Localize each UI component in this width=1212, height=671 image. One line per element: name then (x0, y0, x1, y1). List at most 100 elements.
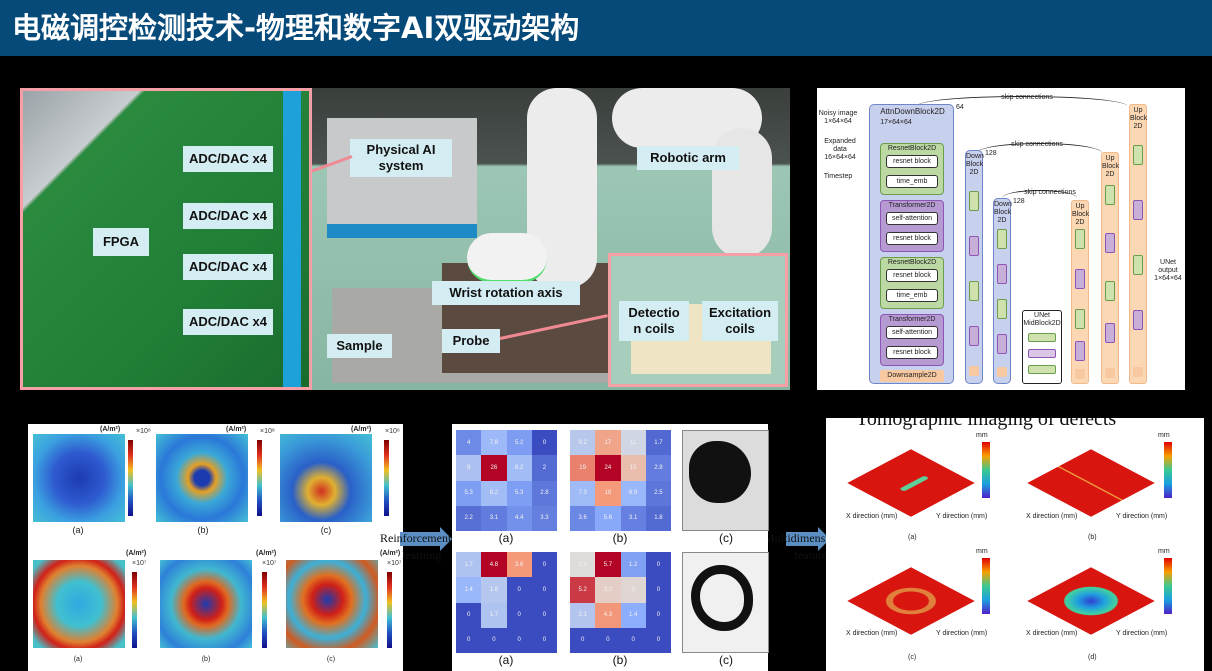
heatmap-cell: 2.1 (570, 602, 596, 628)
heatmap-cell: 4.8 (481, 552, 507, 578)
attention-cell (1105, 323, 1115, 343)
heatmap-cell: 0 (506, 577, 532, 603)
heatmap-cell: 3.1 (620, 505, 646, 531)
adc-dac-label-4: ADC/DAC x4 (183, 309, 273, 335)
unit-label: mm (976, 432, 988, 439)
resnet-cell (997, 229, 1007, 249)
current-density-maps: (A/m²) ×10⁸ (a) (A/m²) ×10⁸ (b) (A/m²) ×… (28, 424, 403, 671)
timestep-label: Timestep (823, 173, 853, 180)
transformer-title: Transformer2D (888, 202, 936, 209)
caption: (a) (908, 534, 917, 541)
heatmap-cell: 0 (506, 627, 532, 653)
caption: (c) (908, 654, 917, 661)
noisy-image-label: Noisy image 1×64×64 (818, 110, 858, 126)
upsample-cell (1133, 367, 1143, 377)
heatmap-cell: 1.4 (456, 577, 482, 603)
surface-plot-a (847, 449, 975, 517)
caption: (d) (1088, 654, 1097, 661)
heatmap-cell: 1.7 (645, 430, 671, 456)
physical-ai-box (327, 118, 477, 238)
heatmap-cell: 3.6 (570, 505, 596, 531)
heatmap-cell: 0 (620, 627, 646, 653)
x-axis-label: X direction (mm) (846, 630, 898, 637)
caption: (a) (498, 531, 514, 545)
rl-label-line2: learning (402, 547, 442, 562)
md-label-line2: features (794, 547, 832, 562)
resnet-block: resnet block (886, 269, 938, 282)
transformer-2d: Transformer2D self-attention resnet bloc… (880, 200, 944, 252)
attention-cell (997, 334, 1007, 354)
attention-cell (1105, 233, 1115, 253)
channel-label: 128 (985, 150, 997, 157)
heatmap-cell: 0 (570, 627, 596, 653)
resnet-cell (1028, 333, 1056, 342)
hardware-photo: ADC/DAC x4 ADC/DAC x4 ADC/DAC x4 ADC/DAC… (20, 88, 312, 390)
y-axis-label: Y direction (mm) (1116, 630, 1168, 637)
defect-blob (689, 441, 751, 503)
resnet-block-2d: ResnetBlock2D resnet block time_emb (880, 143, 944, 195)
caption: (b) (197, 525, 209, 535)
physical-ai-label: Physical AI system (350, 139, 452, 177)
adc-dac-label-2: ADC/DAC x4 (183, 203, 273, 229)
surface-plot-c (847, 567, 975, 635)
colorbar (384, 440, 389, 516)
colorbar (262, 572, 267, 648)
attention-cell (1133, 200, 1143, 220)
heatmap-cell: 5.7 (595, 552, 621, 578)
field-map-top-a (33, 434, 125, 522)
heatmap-cell: 11 (620, 430, 646, 456)
defect-pit (1052, 580, 1130, 622)
up-block-title: Up Block 2D (1072, 203, 1090, 227)
x-axis-label: X direction (mm) (1026, 513, 1078, 520)
attention-cell (1075, 341, 1085, 361)
colorbar (1164, 442, 1172, 498)
heatmap-cell: 2.9 (570, 552, 596, 578)
unit-label: (A/m²) (351, 426, 372, 433)
resnet-cell (1075, 309, 1085, 329)
up-block-title: Up Block 2D (1130, 107, 1148, 131)
transformer-2d: Transformer2D self-attention resnet bloc… (880, 314, 944, 366)
heatmap-cell: 0 (531, 577, 557, 603)
concat-shape-label: 17×64×64 (880, 119, 912, 126)
arrow-right-icon (400, 527, 452, 551)
resnet-block: resnet block (886, 232, 938, 245)
attention-cell (1133, 310, 1143, 330)
heatmap-cell: 24 (595, 455, 621, 481)
surface-plot-b (1027, 449, 1155, 517)
unit-label: (A/m²) (100, 426, 121, 433)
caption: (a) (498, 653, 514, 667)
up-block-title: Up Block 2D (1102, 155, 1120, 179)
attention-cell (1075, 269, 1085, 289)
unit-label: (A/m²) (126, 550, 147, 557)
transformer-title: Transformer2D (888, 316, 936, 323)
scale-label: ×10⁷ (262, 560, 277, 567)
resnet2d-title: ResnetBlock2D (887, 145, 937, 152)
up-block-2: Up Block 2D (1101, 152, 1119, 384)
attention-cell (997, 264, 1007, 284)
scale-label: ×10⁷ (132, 560, 147, 567)
heatmap-cell: 17 (595, 430, 621, 456)
rl-label-line1: Reinforcement (380, 531, 452, 545)
heatmap-cell: 1.2 (620, 552, 646, 578)
heatmap-cell: 3.1 (481, 505, 507, 531)
heatmap-cell: 2 (531, 455, 557, 481)
heatmap-cell: 1.7 (456, 552, 482, 578)
heatmap-cell: 9.2 (570, 430, 596, 456)
heatmap-cell: 5.3 (506, 480, 532, 506)
caption: (c) (719, 653, 733, 667)
time-emb-block: time_emb (886, 289, 938, 302)
unet-output-label: UNet output 1×64×64 (1154, 259, 1182, 283)
skip-connection-line (977, 143, 1102, 163)
skip-connection-line (1002, 190, 1077, 206)
heatmap-cell: 3.6 (506, 552, 532, 578)
heatmap-cell: 0 (506, 602, 532, 628)
caption: (a) (73, 656, 83, 663)
defect-slot (898, 475, 930, 492)
time-emb-block: time_emb (886, 175, 938, 188)
resnet-cell (997, 299, 1007, 319)
caption: (b) (612, 653, 628, 667)
heatmap-cell: 4.3 (595, 602, 621, 628)
resnet-block-2d: ResnetBlock2D resnet block time_emb (880, 257, 944, 309)
